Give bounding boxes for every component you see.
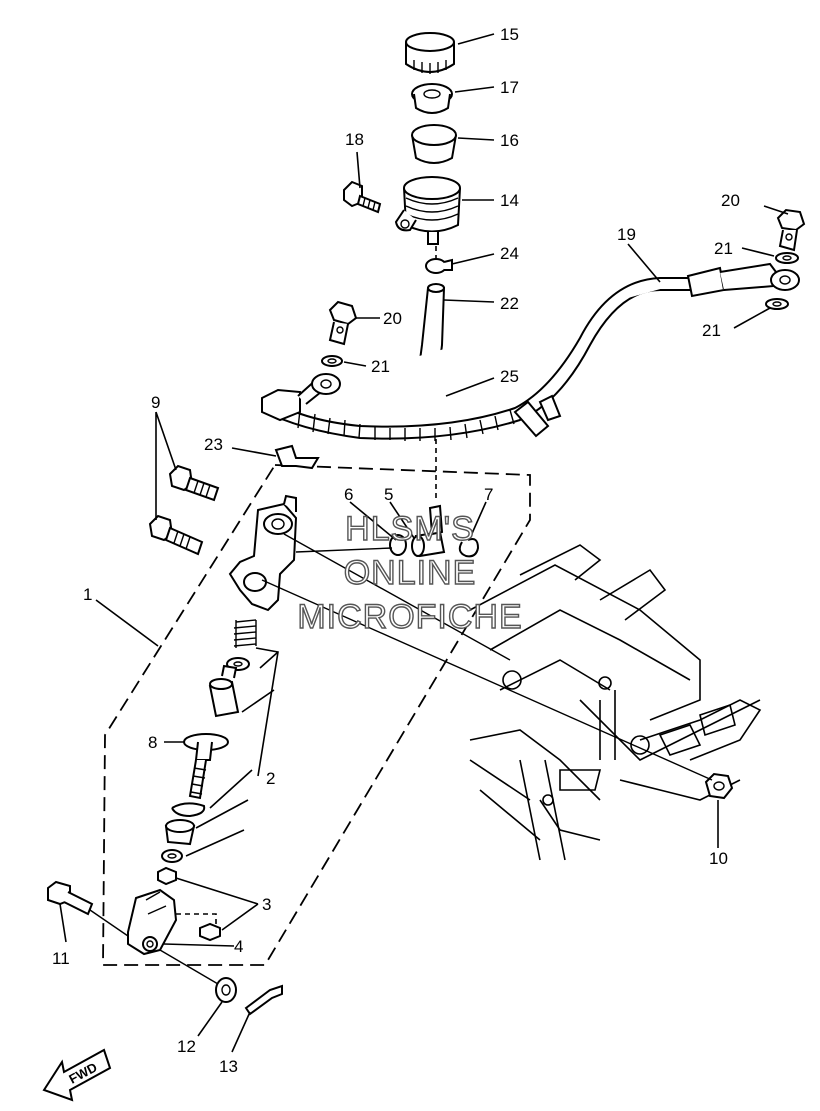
callout-15: 15 [500, 25, 519, 44]
cotter-pin-13 [244, 984, 283, 1016]
callout-6: 6 [344, 485, 353, 504]
callout-11: 11 [52, 949, 70, 968]
callout-4: 4 [234, 937, 243, 956]
locknut [161, 849, 183, 863]
reservoir-cap-15 [405, 32, 455, 74]
bolt-9-upper [168, 464, 220, 502]
callout-25: 25 [500, 367, 519, 386]
callout-21-upper-right: 21 [714, 239, 733, 258]
hose-joint-5 [411, 504, 446, 558]
callout-12: 12 [177, 1037, 196, 1056]
callout-16: 16 [500, 131, 519, 150]
leader-lines [59, 33, 789, 1053]
master-cylinder-body [228, 494, 298, 612]
washer-21-left [321, 355, 343, 367]
callout-18: 18 [345, 130, 364, 149]
bolt-18 [343, 180, 382, 214]
hose-guide-23 [274, 444, 320, 470]
callout-17: 17 [500, 78, 519, 97]
callout-8: 8 [148, 733, 157, 752]
callout-24: 24 [500, 244, 519, 263]
boot [164, 819, 196, 846]
nut-3-upper [157, 866, 177, 886]
circlip-7 [458, 538, 480, 558]
nut-alignment-line [176, 913, 217, 926]
callout-3: 3 [262, 895, 271, 914]
mount-line-upper [283, 533, 511, 661]
washer-12 [215, 977, 237, 1003]
clevis-pin-11 [47, 880, 94, 916]
nut-3-lower [199, 922, 221, 942]
circlip [171, 802, 206, 818]
reservoir-14 [394, 176, 461, 245]
pin-line [89, 909, 129, 937]
piston [208, 664, 240, 718]
callout-9: 9 [151, 393, 160, 412]
callout-5: 5 [384, 485, 393, 504]
callout-23: 23 [204, 435, 223, 454]
spring [233, 619, 257, 648]
fwd-arrow-icon: FWD [42, 1048, 112, 1102]
banjo-bolt-20-left [328, 300, 358, 346]
washer-21-lower-right [765, 298, 789, 310]
callout-labels: 15 17 16 14 18 24 22 25 20 21 20 21 21 1… [52, 25, 740, 1076]
assembly-outline [102, 464, 531, 966]
banjo-bolt-20-right [776, 208, 806, 252]
watermark-line-2: ONLINE [344, 554, 477, 592]
adjusting-bolt-8 [183, 733, 229, 800]
callout-14: 14 [500, 191, 519, 210]
callout-20-right: 20 [721, 191, 740, 210]
frame-structure [469, 544, 762, 861]
mount-line-lower [261, 579, 713, 781]
callout-19: 19 [617, 225, 636, 244]
callout-21-left: 21 [371, 357, 390, 376]
bolt-9-lower [148, 514, 204, 556]
washer-line [159, 949, 219, 985]
watermark-line-1: HLSM'S [345, 510, 475, 548]
diaphragm-plate-17 [411, 83, 453, 114]
watermark-line-3: MICROFICHE [297, 598, 522, 636]
diaphragm-16 [411, 124, 457, 164]
callout-10: 10 [709, 849, 728, 868]
union-line [295, 547, 393, 553]
nut-10 [704, 772, 734, 800]
callout-2: 2 [266, 769, 275, 788]
callout-20-left: 20 [383, 309, 402, 328]
callout-13: 13 [219, 1057, 238, 1076]
watermark: HLSM'S ONLINE MICROFICHE [297, 509, 523, 636]
brake-hose-19 [261, 262, 800, 441]
callout-1: 1 [83, 585, 92, 604]
o-ring-6 [389, 534, 407, 556]
callout-7: 7 [484, 485, 493, 504]
callout-22: 22 [500, 294, 519, 313]
washer-21-upper-right [775, 252, 799, 264]
hose-clamp-24 [425, 258, 453, 274]
callout-21-lower-right: 21 [702, 321, 721, 340]
